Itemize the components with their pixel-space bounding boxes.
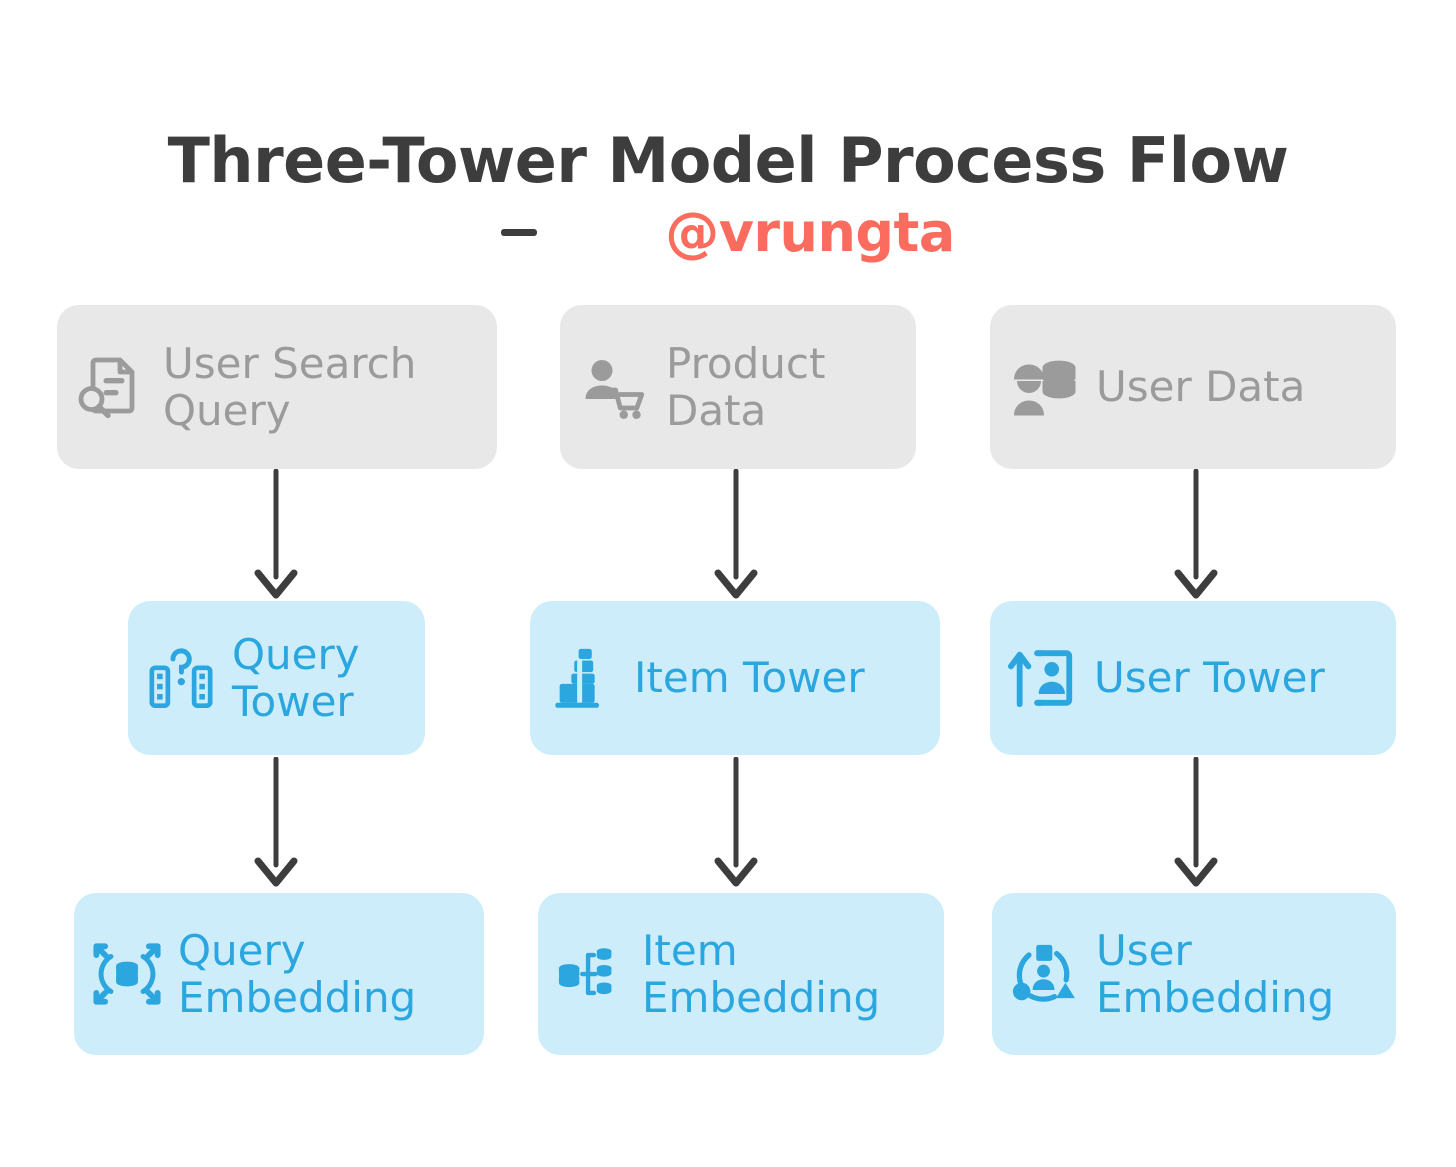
title-block: Three-Tower Model Process Flow @vrungta xyxy=(0,124,1456,264)
arrow-query-tower-to-query-embedding xyxy=(245,756,307,893)
node-item-tower[interactable]: Item Tower xyxy=(530,601,940,755)
node-label: Query Tower xyxy=(232,629,360,726)
arrow-user-search-query-to-query-tower xyxy=(245,468,307,605)
author-handle: @vrungta xyxy=(665,200,955,264)
node-item-embedding[interactable]: Item Embedding xyxy=(538,893,944,1055)
node-query-tower[interactable]: Query Tower xyxy=(128,601,425,755)
person-database-icon xyxy=(1008,351,1080,423)
building-tower-icon xyxy=(548,643,618,713)
node-query-embedding[interactable]: Query Embedding xyxy=(74,893,484,1055)
arrow-user-data-to-user-tower xyxy=(1165,468,1227,605)
node-user-data[interactable]: User Data xyxy=(990,305,1396,469)
node-product-data[interactable]: Product Data xyxy=(560,305,916,469)
person-shapes-cluster-icon xyxy=(1010,939,1080,1009)
node-user-tower[interactable]: User Tower xyxy=(990,601,1396,755)
node-label: Query Embedding xyxy=(178,925,417,1022)
node-label: User Search Query xyxy=(163,338,417,435)
page-title: Three-Tower Model Process Flow xyxy=(167,124,1289,197)
node-user-embedding[interactable]: User Embedding xyxy=(992,893,1396,1055)
arrow-up-person-frame-icon xyxy=(1008,643,1078,713)
title-subline: @vrungta xyxy=(0,201,1456,264)
node-label: Item Embedding xyxy=(642,925,881,1022)
node-label: User Tower xyxy=(1094,653,1325,703)
database-expand-arrows-icon xyxy=(92,939,162,1009)
towers-question-icon xyxy=(146,643,216,713)
node-label: User Embedding xyxy=(1096,925,1335,1022)
arrow-user-tower-to-user-embedding xyxy=(1165,756,1227,893)
title-dash-icon xyxy=(501,228,538,236)
arrow-product-data-to-item-tower xyxy=(705,468,767,605)
node-user-search-query[interactable]: User Search Query xyxy=(57,305,497,469)
database-branch-icon xyxy=(556,939,626,1009)
document-search-icon xyxy=(75,351,147,423)
node-label: Item Tower xyxy=(634,653,865,703)
node-label: User Data xyxy=(1096,362,1306,412)
person-shopping-cart-icon xyxy=(578,351,650,423)
arrow-item-tower-to-item-embedding xyxy=(705,756,767,893)
node-label: Product Data xyxy=(666,338,826,435)
